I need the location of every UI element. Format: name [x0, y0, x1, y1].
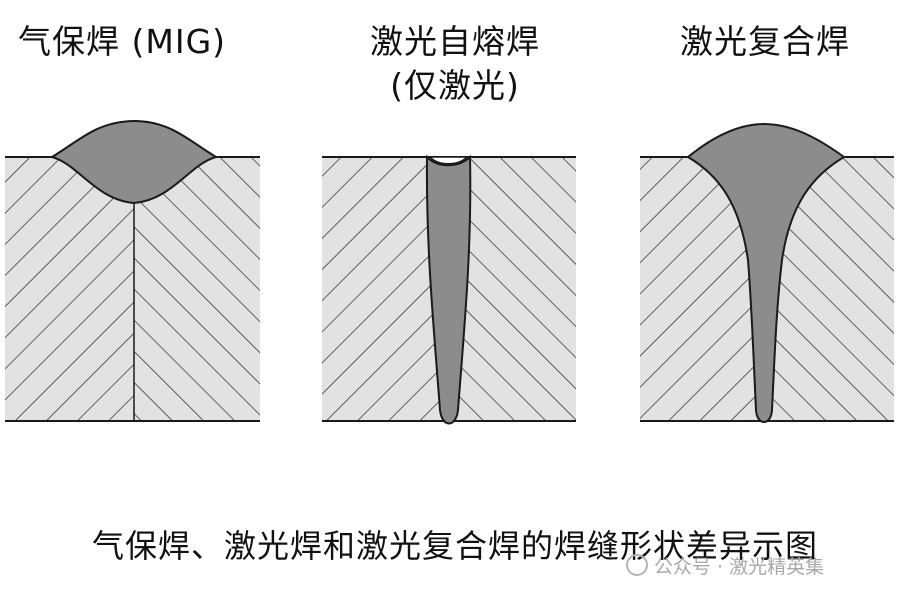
title-mig: 气保焊 (MIG): [18, 22, 227, 61]
watermark-text: 公众号 · 激光精英集: [654, 556, 825, 578]
laser-weld-seam: [425, 154, 472, 425]
title-laser-subtitle: (仅激光): [390, 66, 520, 105]
panel-hybrid: [640, 122, 894, 423]
mig-plate-right: [134, 157, 260, 421]
watermark: 公众号 · 激光精英集: [626, 552, 824, 579]
panel-mig: [5, 119, 260, 422]
panel-laser: [322, 154, 576, 425]
laser-weld-crown: [428, 156, 469, 165]
wechat-icon: [626, 554, 648, 576]
figure-caption: 气保焊、激光焊和激光复合焊的焊缝形状差异示图: [91, 527, 818, 565]
mig-weld-bead: [49, 119, 219, 205]
mig-plate-left: [5, 157, 134, 421]
title-hybrid: 激光复合焊: [680, 22, 850, 61]
hybrid-weld-seam: [686, 122, 846, 423]
title-laser: 激光自熔焊: [370, 22, 540, 61]
